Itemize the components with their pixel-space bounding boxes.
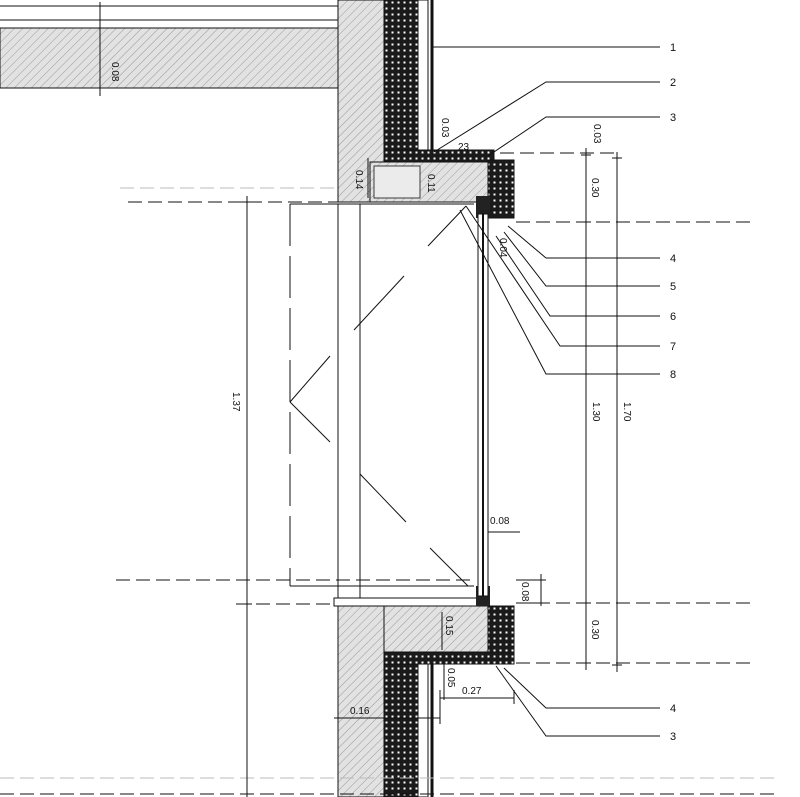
- window-opening: [289, 203, 489, 598]
- dim-sill-014: 0.14: [353, 170, 364, 190]
- dim-sill-015: 0.15: [443, 616, 454, 636]
- top-floor-slab: [0, 2, 339, 96]
- dim-ledge-027: 0.27: [462, 686, 482, 697]
- leader-lines: [432, 46, 660, 737]
- dim-glass-008: 0.08: [490, 516, 510, 527]
- dim-offset-003b: 0.03: [591, 124, 602, 144]
- dim-total-170: 1.70: [621, 402, 632, 422]
- callout-4: 4: [670, 253, 676, 265]
- dim-frame-011: 0.11: [425, 174, 436, 193]
- dim-opening-137: 1.37: [230, 392, 241, 412]
- dim-wall-016: 0.16: [350, 706, 370, 717]
- dim-wall-005: 0.05: [445, 668, 456, 688]
- reference-lines: [0, 152, 780, 795]
- upper-wall: [337, 0, 515, 219]
- dim-head-023: 23: [458, 142, 470, 153]
- callout-5: 5: [670, 281, 676, 293]
- callout-8: 8: [670, 369, 676, 381]
- dimension-lines: [242, 148, 622, 797]
- callout-1: 1: [670, 42, 676, 54]
- dim-opening-130: 1.30: [590, 402, 601, 422]
- dim-head-030: 0.30: [589, 178, 600, 198]
- dim-slab-thickness: 0.08: [109, 62, 120, 82]
- dim-offset-003a: 0.03: [439, 118, 450, 138]
- lower-wall: [333, 586, 515, 797]
- callout-3-lower: 3: [670, 731, 676, 743]
- callout-7: 7: [670, 341, 676, 353]
- dim-sill-030: 0.30: [589, 620, 600, 640]
- callout-4-lower: 4: [670, 703, 676, 715]
- callout-6: 6: [670, 311, 676, 323]
- dim-glass-004: 0.04: [497, 238, 508, 258]
- callout-2: 2: [670, 77, 676, 89]
- callout-3: 3: [670, 112, 676, 124]
- dim-sill-008: 0.08: [519, 582, 530, 602]
